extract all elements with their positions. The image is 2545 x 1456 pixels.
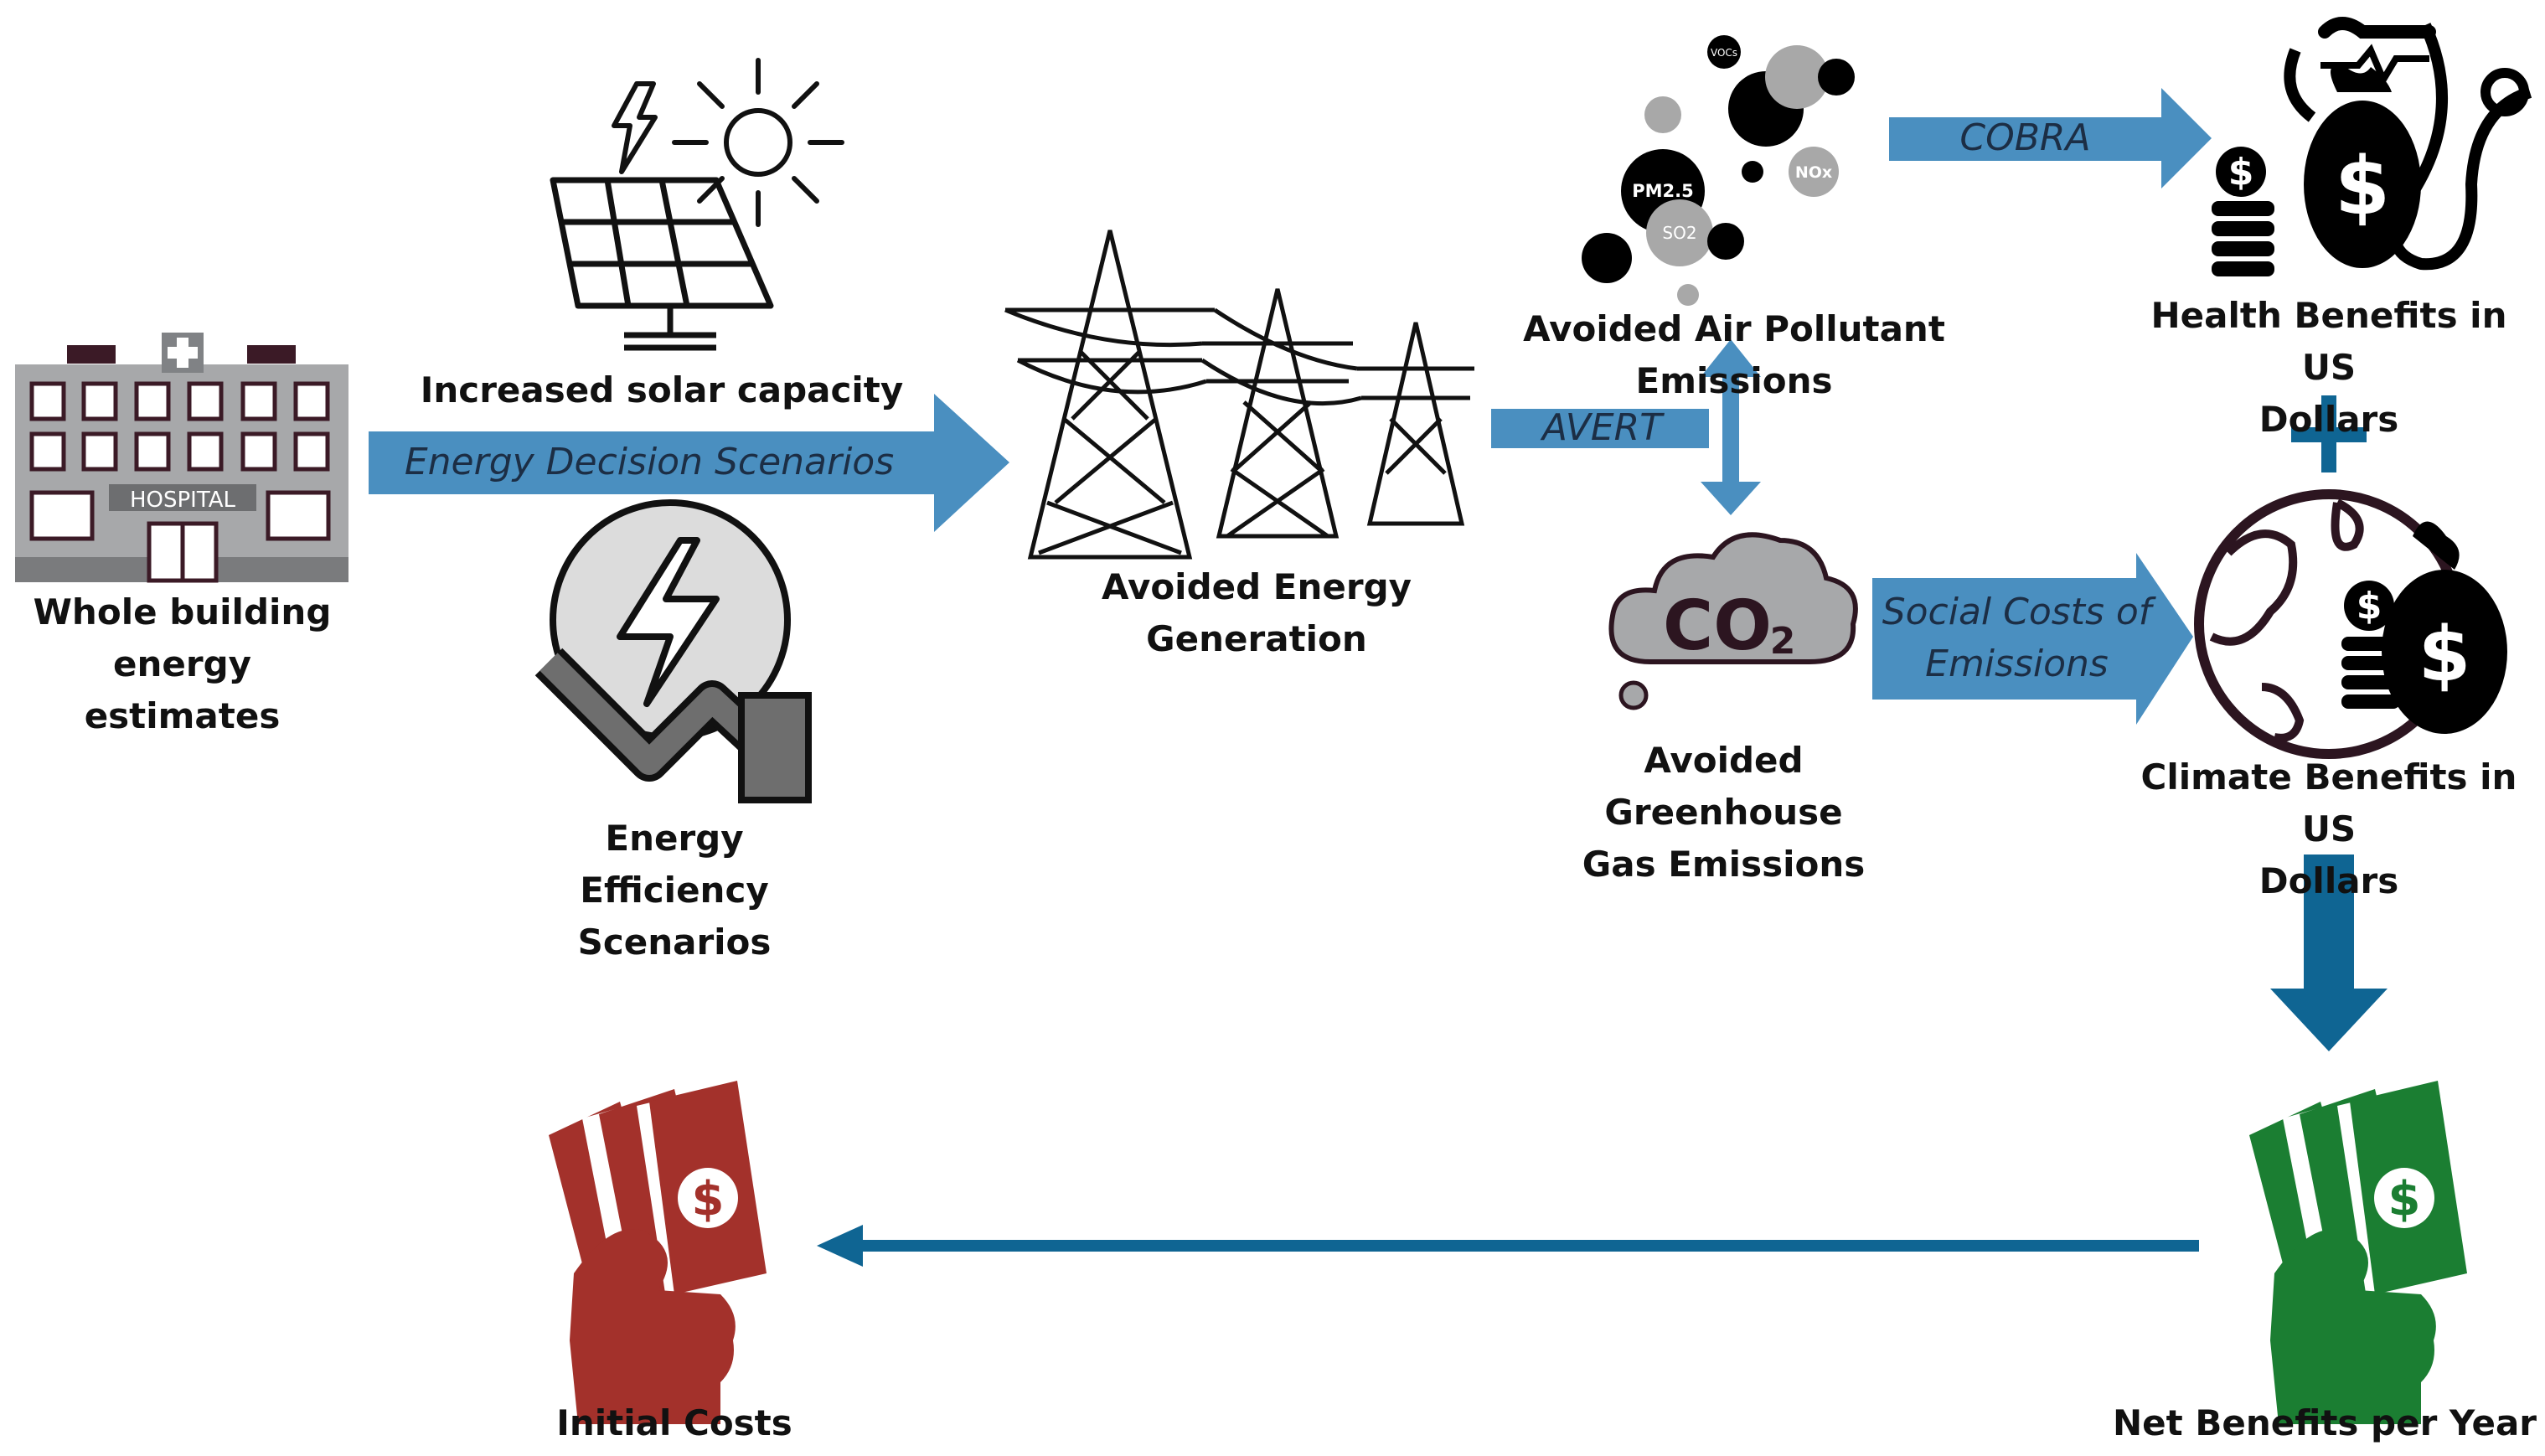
plus-icon-vertical [2321, 395, 2336, 472]
cost-arrow-head [817, 1225, 863, 1267]
co2-subscript: 2 [1770, 620, 1796, 663]
scenarios-arrow-label: Energy Decision Scenarios [404, 441, 895, 483]
down-arrow [2270, 854, 2388, 1051]
svg-text:$: $ [2228, 151, 2254, 194]
generation-label: Avoided Energy Generation [1101, 566, 1412, 659]
avert-arrow-vertical [1722, 377, 1739, 486]
co2-cloud-icon: CO 2 [1608, 532, 1858, 710]
svg-text:$: $ [2388, 1172, 2421, 1226]
avert-arrow-up-head [1701, 339, 1761, 377]
avert-arrow-horizontal [1491, 409, 1709, 448]
health-money-bag-icon: $ $ [2212, 17, 2532, 276]
nox-label: NOx [1795, 163, 1832, 182]
sun-icon [672, 58, 844, 227]
avert-arrow-label: AVERT [1541, 406, 1663, 449]
hospital-sign: HOSPITAL [130, 488, 236, 513]
transmission-towers-icon [1004, 230, 1474, 560]
net-benefits-cash-icon: $ [2249, 1081, 2467, 1424]
initial-costs-label: Initial Costs [556, 1402, 792, 1443]
co2-label: CO [1663, 586, 1772, 666]
climate-globe-icon: $ $ [2194, 489, 2507, 759]
svg-text:$: $ [2335, 141, 2390, 233]
solar-panel-icon [550, 177, 774, 351]
so2-label: SO2 [1662, 223, 1696, 243]
scenarios-arrow [369, 394, 1009, 532]
pm25-label: PM2.5 [1632, 181, 1694, 201]
ghg-emissions-label: Avoided Greenhouse Gas Emissions [1582, 740, 1866, 885]
social-costs-arrow [1872, 553, 2193, 725]
svg-text:$: $ [2419, 611, 2471, 699]
air-emissions-label: Avoided Air Pollutant Emissions [1523, 308, 1945, 401]
climate-benefits-label: Climate Benefits in US Dollars [2140, 756, 2517, 901]
vocs-label: VOCs [1711, 47, 1737, 59]
cost-line [859, 1240, 2199, 1252]
hospital-icon: HOSPITAL [15, 333, 348, 583]
solar-label: Increased solar capacity [420, 369, 904, 410]
lightning-icon [612, 81, 658, 174]
avert-arrow-down-head [1701, 482, 1761, 515]
cobra-arrow [1889, 88, 2212, 188]
cobra-arrow-label: COBRA [1959, 116, 2091, 159]
svg-text:$: $ [692, 1172, 725, 1226]
social-costs-arrow-label: Social Costs of Emissions [1882, 591, 2152, 685]
efficiency-label: Energy Efficiency Scenarios [577, 818, 772, 963]
energy-efficiency-icon [534, 499, 812, 803]
pollutant-bubbles-icon: PM2.5 SO2 NOx VOCs [1582, 35, 1855, 306]
svg-text:$: $ [2357, 585, 2382, 627]
net-benefits-label: Net Benefits per Year [2112, 1402, 2537, 1443]
building-label: Whole building energy estimates [33, 591, 332, 736]
initial-costs-cash-icon: $ [549, 1081, 767, 1424]
health-benefits-label: Health Benefits in US Dollars [2150, 295, 2507, 440]
